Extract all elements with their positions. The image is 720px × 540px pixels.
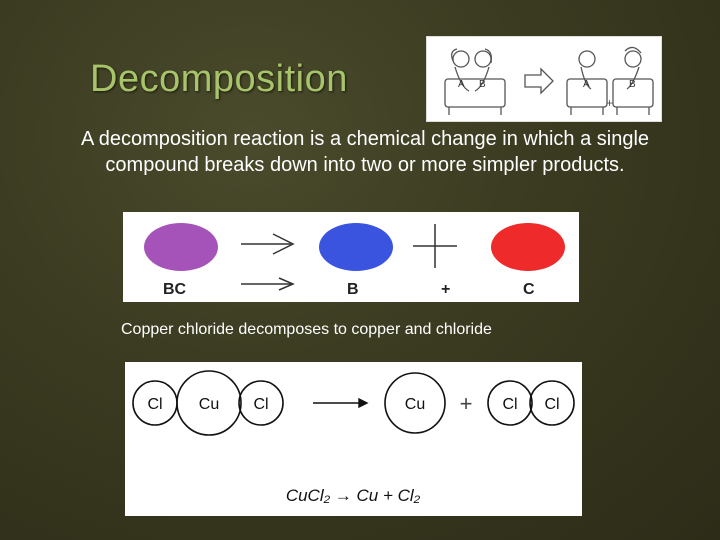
- intro-plus-sign: +: [606, 96, 613, 110]
- b-atom: [319, 223, 393, 271]
- caption-text: Copper chloride decomposes to copper and…: [121, 321, 492, 338]
- plus-label: +: [441, 281, 450, 298]
- cl-atom-2: Cl: [253, 396, 268, 413]
- reaction-arrow-icon: [241, 233, 295, 291]
- plus-sign: +: [460, 391, 473, 416]
- cl-atom-1: Cl: [147, 396, 162, 413]
- chemical-equation: CuCl₂ → Cu + Cl₂: [286, 486, 421, 505]
- c-atom: [491, 223, 565, 271]
- definition-text: A decomposition reaction is a chemical c…: [80, 128, 650, 176]
- copper-chloride-diagram: Cl Cu Cl Cu + Cl Cl CuCl₂ → Cu + Cl₂: [125, 362, 582, 516]
- person-a-label: A: [458, 79, 465, 90]
- person-b2-label: B: [629, 79, 636, 90]
- cu-atom-2: Cu: [405, 396, 425, 413]
- bc-label: BC: [163, 281, 187, 298]
- slide-title: Decomposition: [90, 58, 348, 100]
- person-b-label: B: [479, 79, 486, 90]
- reaction-arrow-icon: [313, 397, 369, 409]
- cl-atom-4: Cl: [544, 396, 559, 413]
- b-label: B: [347, 281, 359, 298]
- couple-separation-illustration: A B A B +: [426, 36, 662, 122]
- c-label: C: [523, 281, 535, 298]
- right-arrow-icon: [524, 67, 554, 95]
- bc-decomposition-diagram: BC B + C: [123, 212, 579, 302]
- cl-atom-3: Cl: [502, 396, 517, 413]
- bc-molecule: [144, 223, 218, 271]
- plus-icon: [413, 224, 457, 268]
- person-a2-label: A: [583, 79, 590, 90]
- cu-atom-1: Cu: [199, 396, 219, 413]
